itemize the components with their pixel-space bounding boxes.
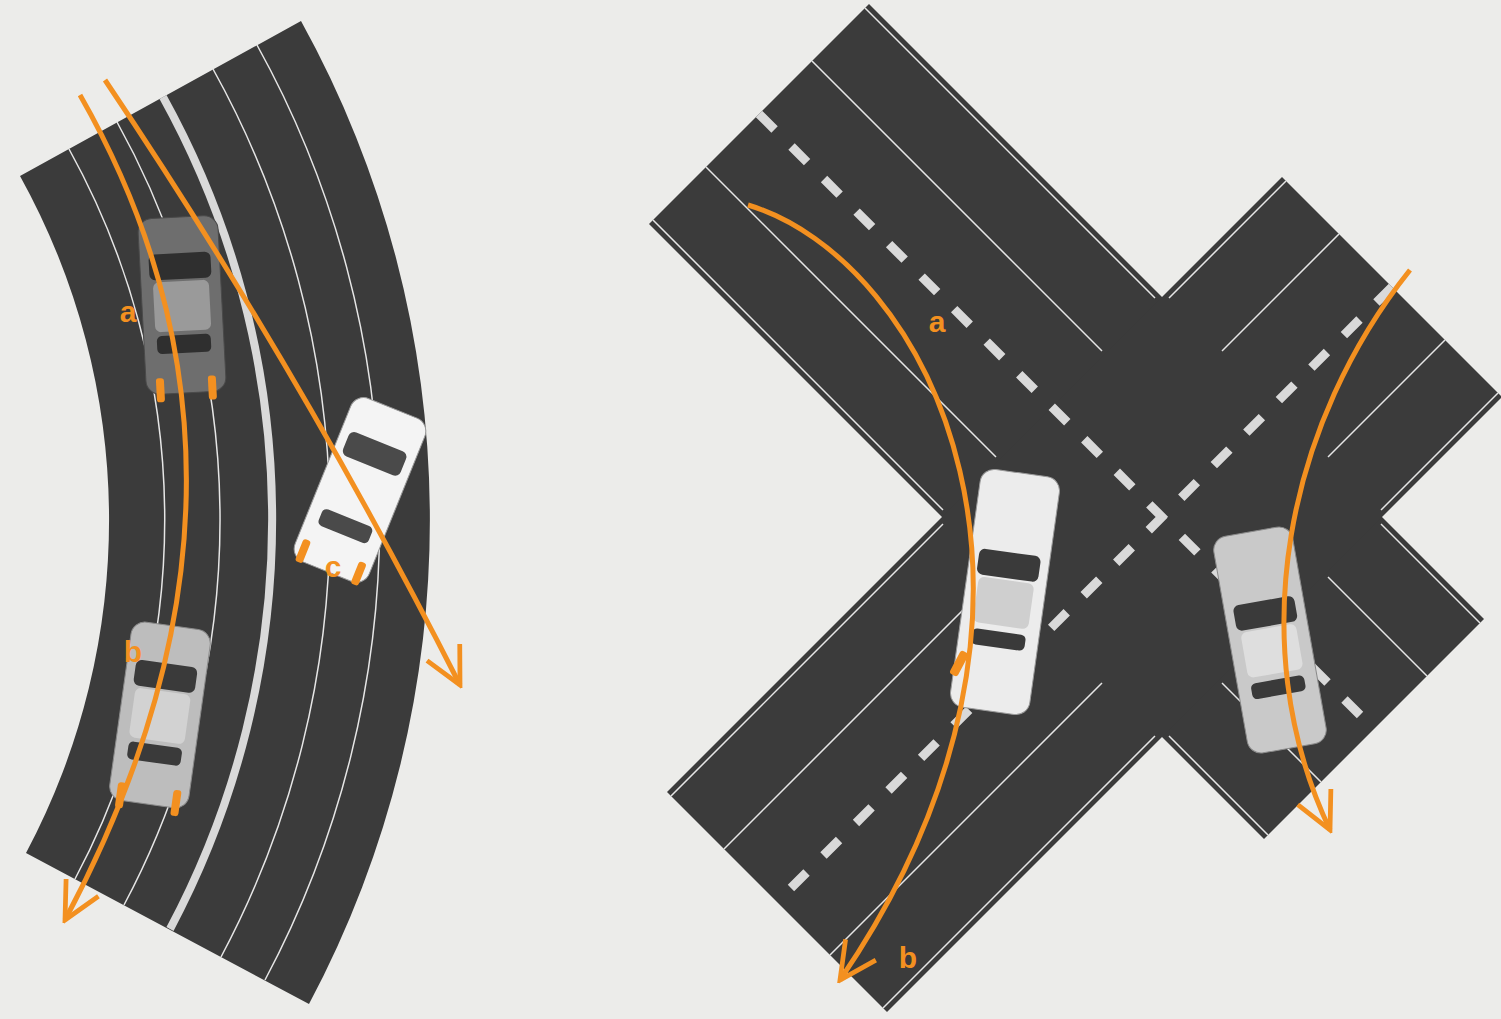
car-rear-window (157, 334, 212, 355)
car-roof (973, 576, 1035, 629)
car-rear-window (317, 508, 374, 545)
car-windshield (341, 430, 408, 477)
car-roof (1240, 623, 1303, 678)
car-rear-window (970, 628, 1026, 651)
callout-letter: a (120, 297, 137, 327)
callout-letter: b (899, 943, 917, 973)
brake-light (295, 538, 311, 563)
car-body (137, 215, 226, 395)
car-body (290, 393, 430, 586)
car-roof (129, 687, 191, 744)
car-body (108, 620, 212, 809)
lane-line (69, 45, 380, 980)
car-body (1212, 525, 1329, 756)
brake-light (170, 790, 182, 817)
car (1212, 525, 1329, 756)
path-arrow (748, 205, 973, 980)
callout-letter: c (325, 552, 342, 582)
path-arrow (65, 95, 186, 920)
path-arrow (1284, 270, 1410, 830)
callout-letter: b (124, 637, 142, 667)
callout-letter: a (929, 307, 946, 337)
lane-line (653, 8, 1498, 1008)
brake-light (208, 375, 217, 399)
car (945, 467, 1062, 716)
brake-light (156, 378, 165, 402)
car (107, 620, 212, 817)
car-rear-window (1250, 675, 1306, 700)
brake-light (350, 561, 366, 586)
path-arrow (105, 80, 460, 685)
